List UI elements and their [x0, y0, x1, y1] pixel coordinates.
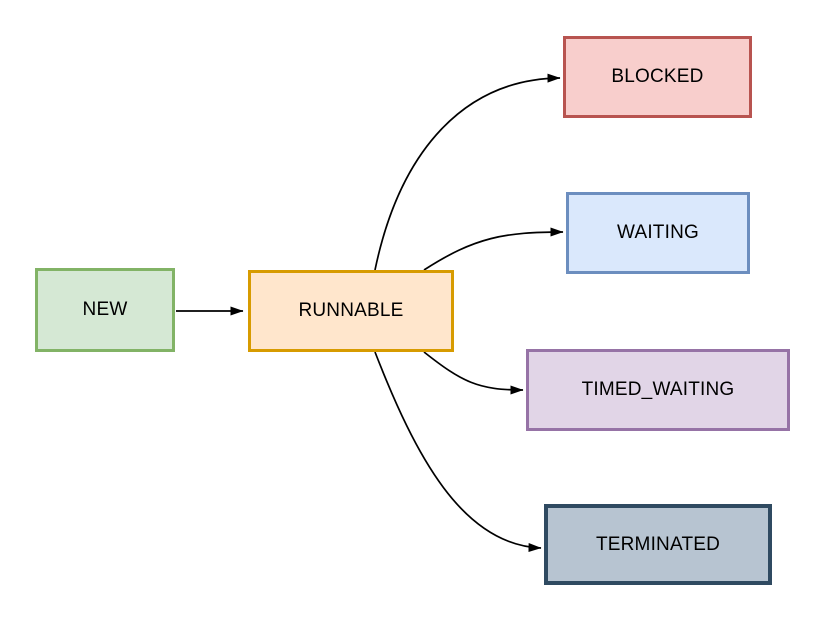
- node-new: NEW: [35, 268, 175, 352]
- node-blocked: BLOCKED: [563, 36, 752, 118]
- edge-runnable-to-waiting: [423, 227, 564, 271]
- node-new-label: NEW: [82, 299, 128, 320]
- edge-runnable-to-blocked: [374, 73, 561, 271]
- node-timed-waiting: TIMED_WAITING: [526, 349, 790, 431]
- node-waiting: WAITING: [566, 192, 750, 274]
- node-waiting-label: WAITING: [617, 222, 699, 243]
- edge-runnable-to-timed-waiting: [423, 351, 524, 395]
- edge-runnable-to-terminated: [374, 351, 542, 553]
- node-terminated-label: TERMINATED: [595, 533, 721, 555]
- node-timed-waiting-label: TIMED_WAITING: [581, 379, 735, 400]
- node-terminated: TERMINATED: [544, 504, 772, 585]
- node-runnable: RUNNABLE: [248, 270, 454, 352]
- node-blocked-label: BLOCKED: [611, 66, 704, 87]
- node-runnable-label: RUNNABLE: [298, 300, 404, 321]
